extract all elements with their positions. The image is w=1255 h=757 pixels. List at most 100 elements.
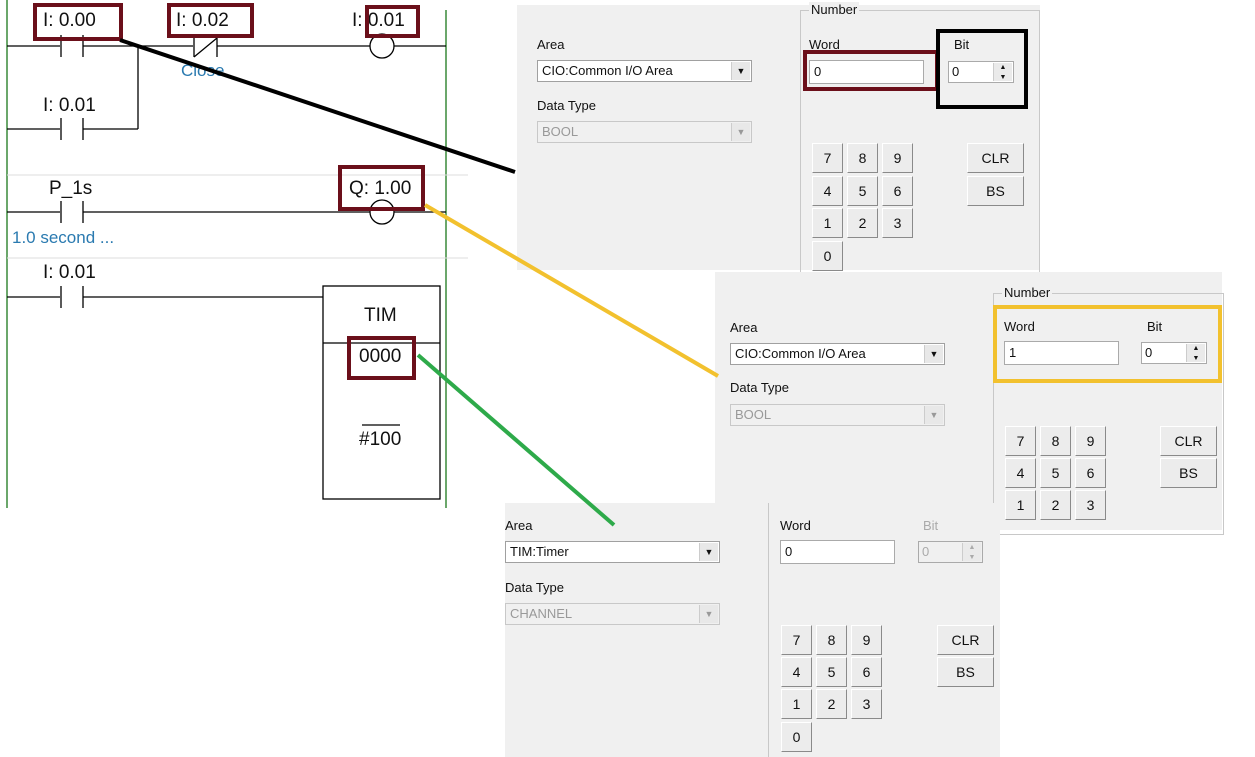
key-9[interactable]: 9 <box>1075 426 1106 456</box>
key-7[interactable]: 7 <box>781 625 812 655</box>
highlight-box <box>936 29 1028 109</box>
key-5[interactable]: 5 <box>1040 458 1071 488</box>
area-select[interactable]: TIM:Timer ▼ <box>505 541 720 563</box>
contact-label[interactable]: I: 0.01 <box>43 95 96 116</box>
highlight-box <box>167 3 254 38</box>
datatype-label: Data Type <box>505 580 565 595</box>
highlight-box <box>347 336 416 380</box>
area-value: CIO:Common I/O Area <box>542 63 673 78</box>
word-label: Word <box>780 518 811 533</box>
bs-button[interactable]: BS <box>967 176 1024 206</box>
key-1[interactable]: 1 <box>781 689 812 719</box>
highlight-box <box>993 305 1222 383</box>
key-3[interactable]: 3 <box>882 208 913 238</box>
contact-comment: 1.0 second ... <box>12 228 115 247</box>
key-9[interactable]: 9 <box>882 143 913 173</box>
spinner-arrows-icon[interactable]: ▲▼ <box>993 63 1012 81</box>
datatype-label: Data Type <box>730 380 790 395</box>
datatype-select: BOOL▼ <box>730 404 945 426</box>
chevron-down-icon: ▼ <box>699 605 718 623</box>
word-label: Word <box>1004 319 1035 334</box>
word-label: Word <box>809 37 840 52</box>
key-8[interactable]: 8 <box>816 625 847 655</box>
clr-button[interactable]: CLR <box>967 143 1024 173</box>
rung-2 <box>7 199 446 225</box>
key-6[interactable]: 6 <box>882 176 913 206</box>
highlight-box <box>365 5 420 38</box>
group-divider <box>768 503 769 757</box>
area-select[interactable]: CIO:Common I/O Area ▼ <box>537 60 752 82</box>
word-input[interactable]: 0 <box>780 540 895 564</box>
area-value: TIM:Timer <box>510 544 569 559</box>
key-2[interactable]: 2 <box>847 208 878 238</box>
area-select[interactable]: CIO:Common I/O Area ▼ <box>730 343 945 365</box>
number-group: Number <box>993 285 1224 535</box>
datatype-label: Data Type <box>537 98 597 113</box>
datatype-value: CHANNEL <box>510 606 573 621</box>
number-group: Number <box>800 2 1040 277</box>
key-4[interactable]: 4 <box>781 657 812 687</box>
key-4[interactable]: 4 <box>1005 458 1036 488</box>
datatype-value: BOOL <box>735 407 772 422</box>
clr-button[interactable]: CLR <box>937 625 994 655</box>
key-7[interactable]: 7 <box>1005 426 1036 456</box>
coil-label[interactable]: Q: 1.00 <box>349 178 412 199</box>
key-6[interactable]: 6 <box>851 657 882 687</box>
address-dialog-3: Area TIM:Timer▼ Data Type CHANNEL▼ Word … <box>505 503 1000 757</box>
contact-comment: Close <box>181 61 225 80</box>
word-input[interactable]: 1 <box>1004 341 1119 365</box>
bit-label: Bit <box>923 518 939 533</box>
area-value: CIO:Common I/O Area <box>735 346 866 361</box>
timer-number[interactable]: 0000 <box>359 346 402 367</box>
key-0[interactable]: 0 <box>812 241 843 271</box>
key-6[interactable]: 6 <box>1075 458 1106 488</box>
key-8[interactable]: 8 <box>1040 426 1071 456</box>
word-input[interactable]: 0 <box>809 60 924 84</box>
rung-1 <box>7 33 446 140</box>
key-2[interactable]: 2 <box>1040 490 1071 520</box>
timer-type: TIM <box>364 305 397 326</box>
number-group-label: Number <box>809 2 860 17</box>
key-9[interactable]: 9 <box>851 625 882 655</box>
spinner-arrows-icon[interactable]: ▲▼ <box>1186 344 1205 362</box>
contact-label[interactable]: I: 0.00 <box>43 10 96 31</box>
key-3[interactable]: 3 <box>1075 490 1106 520</box>
key-5[interactable]: 5 <box>816 657 847 687</box>
contact-label[interactable]: I: 0.01 <box>43 262 96 283</box>
key-2[interactable]: 2 <box>816 689 847 719</box>
chevron-down-icon: ▼ <box>731 123 750 141</box>
bit-spinner[interactable]: 0▲▼ <box>948 61 1014 83</box>
contact-label[interactable]: I: 0.02 <box>176 10 229 31</box>
bit-spinner[interactable]: 0 ▲▼ <box>1141 342 1207 364</box>
datatype-value: BOOL <box>542 124 579 139</box>
datatype-select: BOOL ▼ <box>537 121 752 143</box>
clr-button[interactable]: CLR <box>1160 426 1217 456</box>
highlight-box <box>33 3 123 41</box>
key-3[interactable]: 3 <box>851 689 882 719</box>
bs-button[interactable]: BS <box>937 657 994 687</box>
chevron-down-icon[interactable]: ▼ <box>699 543 718 561</box>
number-group-label: Number <box>1002 285 1053 300</box>
key-7[interactable]: 7 <box>812 143 843 173</box>
key-8[interactable]: 8 <box>847 143 878 173</box>
key-1[interactable]: 1 <box>812 208 843 238</box>
key-0[interactable]: 0 <box>781 722 812 752</box>
chevron-down-icon[interactable]: ▼ <box>731 62 750 80</box>
key-1[interactable]: 1 <box>1005 490 1036 520</box>
highlight-box <box>803 50 939 91</box>
key-4[interactable]: 4 <box>812 176 843 206</box>
key-5[interactable]: 5 <box>847 176 878 206</box>
bit-spinner: 0▲▼ <box>918 541 983 563</box>
timer-setting[interactable]: #100 <box>359 429 402 450</box>
bit-value: 0 <box>1145 345 1153 360</box>
highlight-box <box>338 165 425 211</box>
area-label: Area <box>730 320 758 335</box>
datatype-select: CHANNEL ▼ <box>505 603 720 625</box>
bs-button[interactable]: BS <box>1160 458 1217 488</box>
area-label: Area <box>537 37 565 52</box>
chevron-down-icon[interactable]: ▼ <box>924 345 943 363</box>
contact-label[interactable]: P_1s <box>49 178 93 199</box>
spinner-arrows-icon: ▲▼ <box>962 543 981 561</box>
area-label: Area <box>505 518 533 533</box>
bit-label: Bit <box>954 37 970 52</box>
